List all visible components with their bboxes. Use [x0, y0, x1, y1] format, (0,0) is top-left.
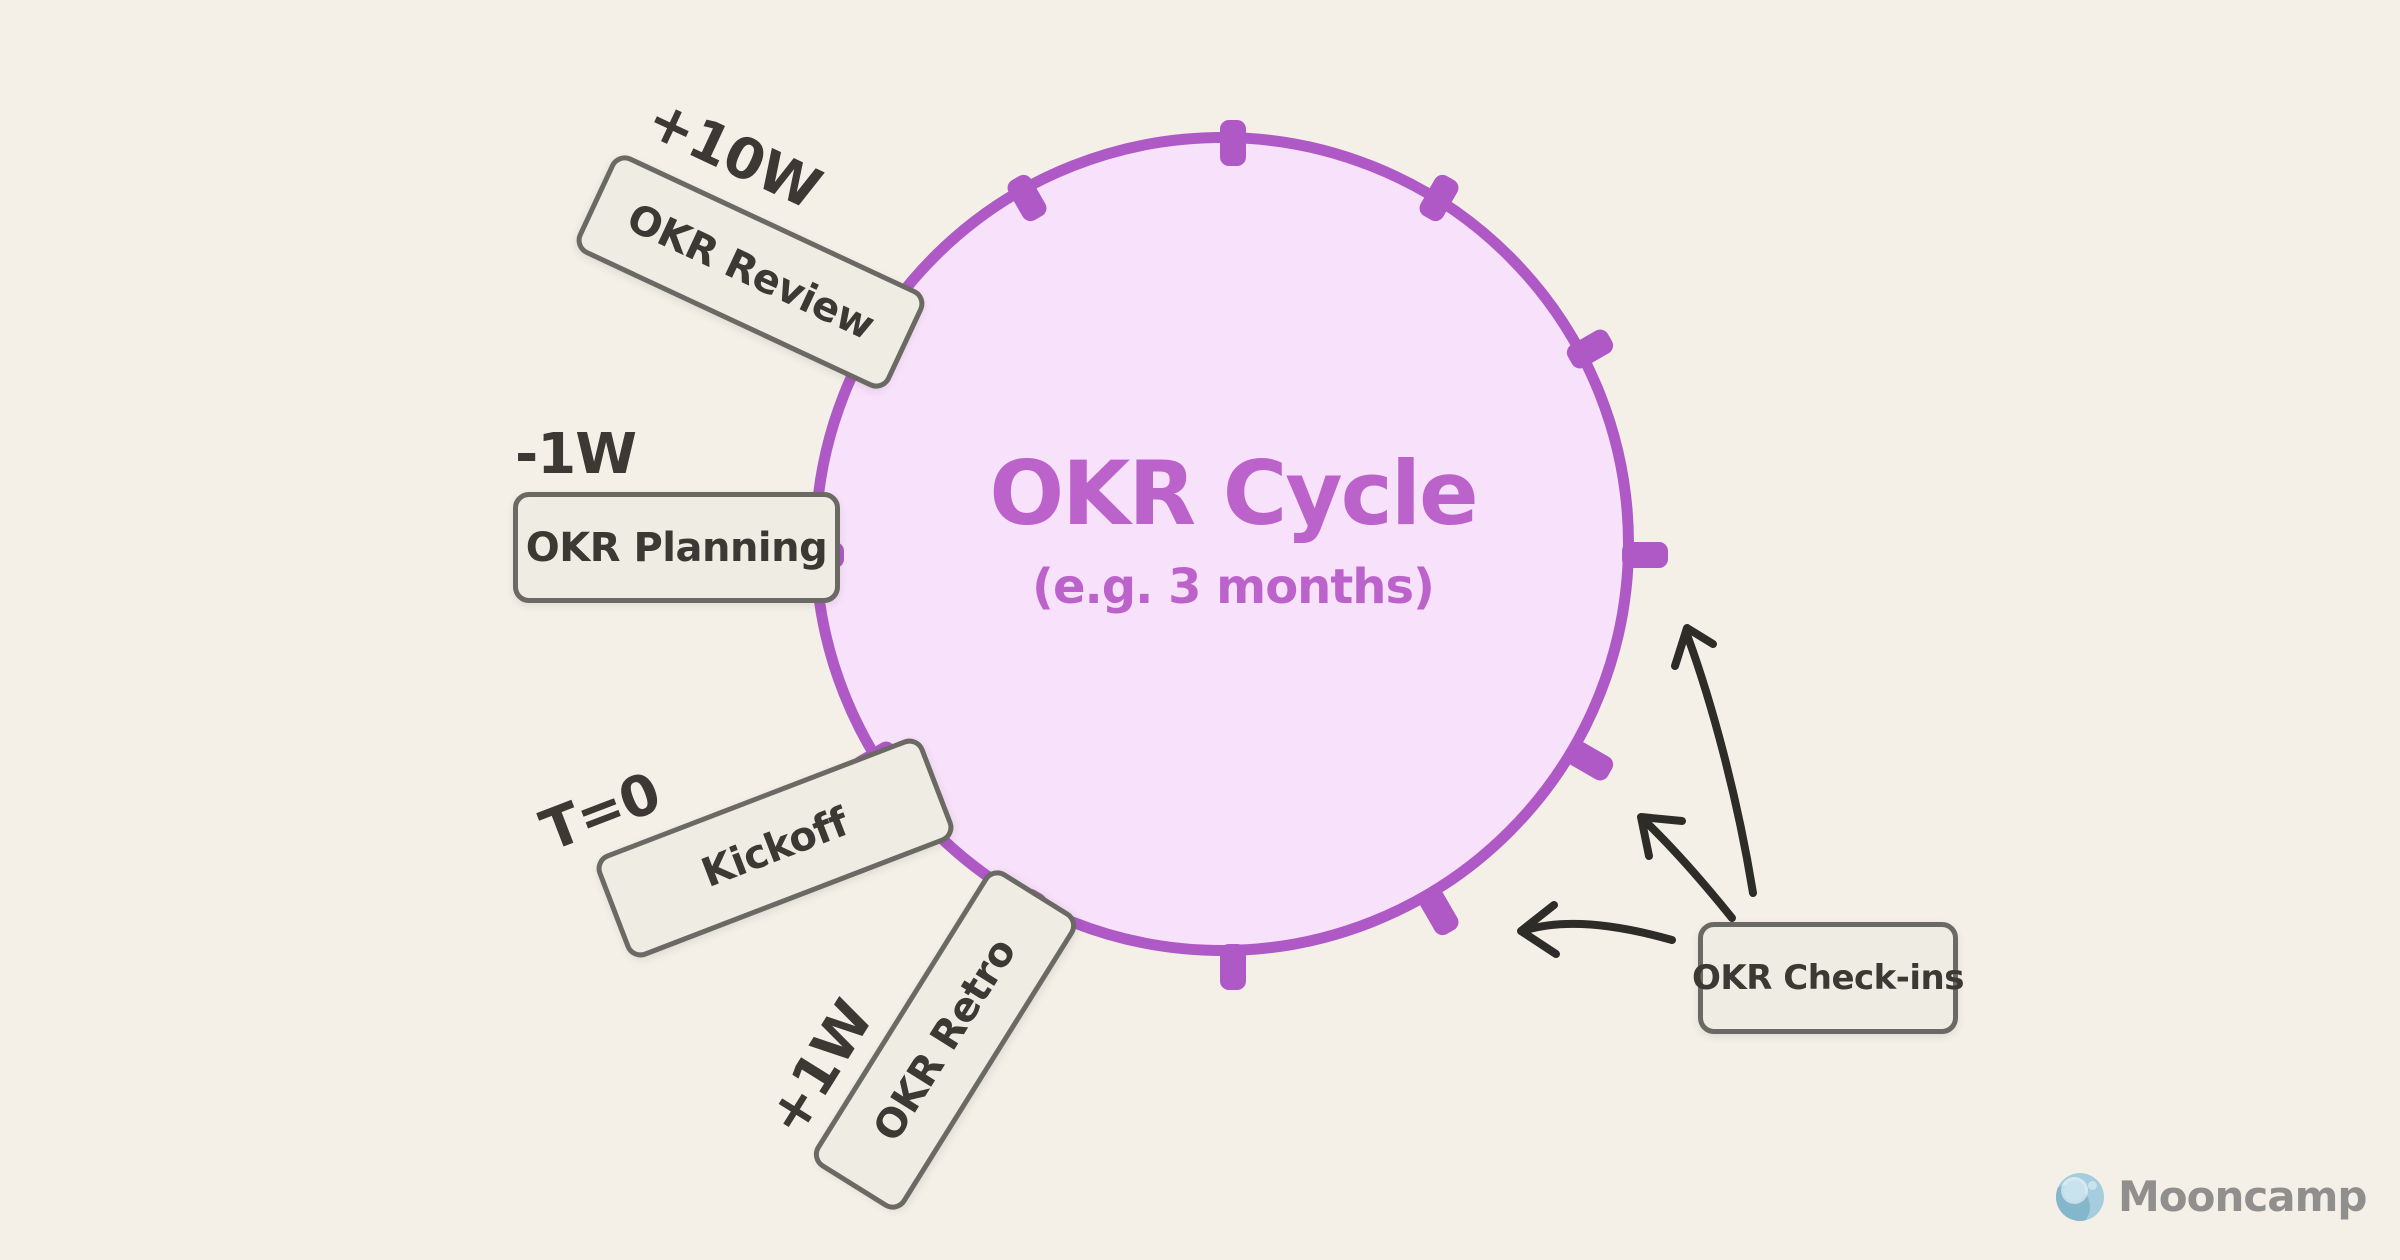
cycle-tick: [1563, 738, 1617, 784]
checkins-box: OKR Check-ins: [1692, 922, 1964, 1034]
cycle-title: OKR Cycle: [989, 442, 1478, 545]
milestone-box-okr-planning: OKR Planning: [513, 492, 840, 603]
milestone-label: OKR Planning: [525, 524, 828, 571]
time-label-okr-planning: -1W: [515, 422, 637, 487]
brand-logo: Mooncamp: [2056, 1172, 2367, 1221]
milestone-label: Kickoff: [695, 799, 855, 897]
cycle-subtitle: (e.g. 3 months): [1032, 558, 1435, 615]
moon-icon: [2056, 1172, 2104, 1221]
hand-drawn-arrow-to-3-oclock-tick: [1671, 624, 1757, 897]
hand-drawn-arrow-to-5-oclock-tick: [1517, 901, 1676, 958]
cycle-tick: [1220, 120, 1246, 166]
checkins-label: OKR Check-ins: [1692, 958, 1964, 998]
milestone-label: OKR Retro: [864, 930, 1026, 1150]
brand-name: Mooncamp: [2118, 1172, 2367, 1221]
hand-drawn-arrow-to-4-oclock-tick: [1637, 813, 1736, 922]
cycle-center-text: OKR Cycle (e.g. 3 months): [833, 442, 1633, 615]
cycle-tick: [1220, 944, 1246, 990]
milestone-label: OKR Review: [620, 194, 881, 350]
cycle-tick: [1416, 885, 1462, 939]
